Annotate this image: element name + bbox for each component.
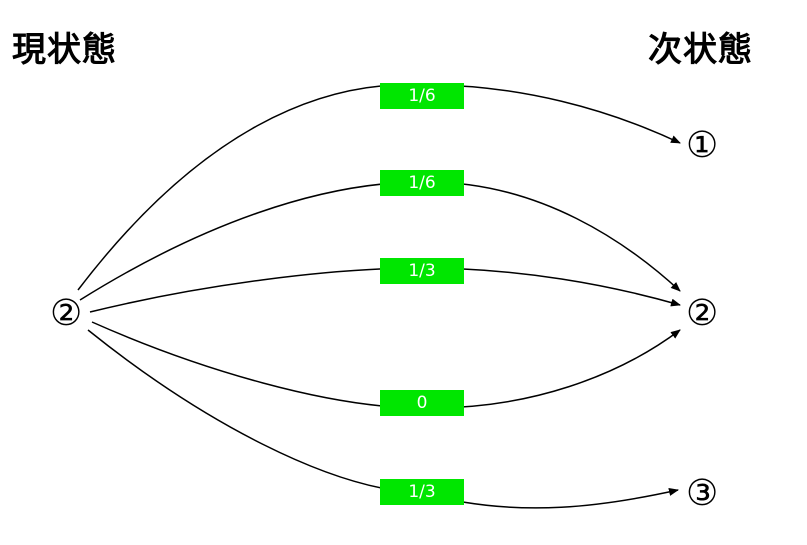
probability-label: 1/3 xyxy=(380,258,464,284)
next-state-node-2: ② xyxy=(686,293,719,334)
next-state-heading: 次状態 xyxy=(648,30,753,70)
current-state-node: ② xyxy=(50,293,83,334)
probability-label: 1/6 xyxy=(380,83,464,109)
next-state-node-3: ③ xyxy=(686,473,719,514)
probability-label: 1/3 xyxy=(380,479,464,505)
probability-label: 1/6 xyxy=(380,170,464,196)
probability-label: 0 xyxy=(380,390,464,416)
transition-arrow-1 xyxy=(77,83,681,291)
current-state-heading: 現状態 xyxy=(12,30,117,70)
next-state-node-1: ① xyxy=(686,125,719,166)
